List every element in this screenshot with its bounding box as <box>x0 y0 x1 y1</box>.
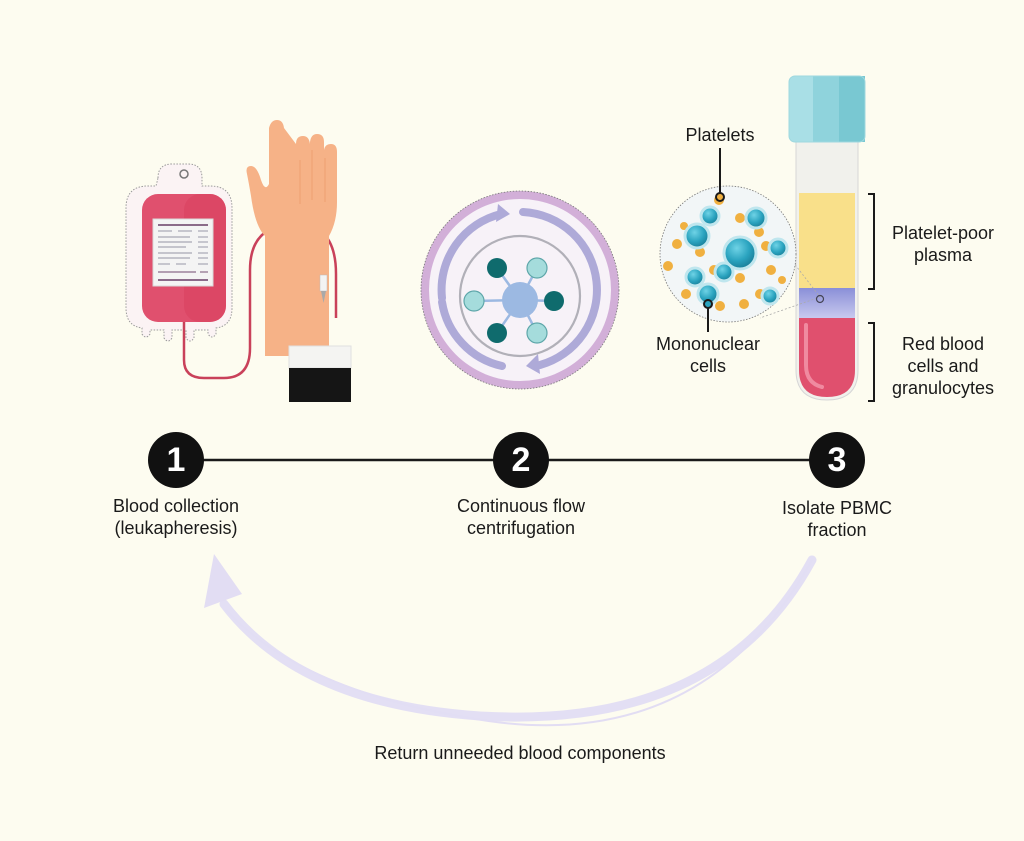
step-2-badge: 2 <box>493 432 549 488</box>
return-arrow <box>204 554 817 727</box>
centrifuge-icon <box>420 190 620 390</box>
mononuclear-label: Mononuclear cells <box>655 334 761 376</box>
platelets-pointer <box>715 148 725 202</box>
rbc-label: Red blood cells and granulocytes <box>891 334 995 398</box>
rbc-bracket <box>868 322 875 402</box>
plasma-bracket <box>868 193 875 290</box>
step-1-badge: 1 <box>148 432 204 488</box>
return-label: Return unneeded blood components <box>374 743 666 763</box>
step-2-label: Continuous flow centrifugation <box>456 496 586 538</box>
step-3-label: Isolate PBMC fraction <box>781 498 893 540</box>
step-1-label: Blood collection (leukapheresis) <box>112 496 240 538</box>
magnified-cells-view <box>659 185 821 323</box>
mononuclear-pointer <box>703 299 713 332</box>
buffy-coat-marker <box>815 294 825 304</box>
blood-bag-icon <box>125 163 233 342</box>
test-tube-icon <box>788 75 866 401</box>
step-3-badge: 3 <box>809 432 865 488</box>
plasma-label: Platelet-poor plasma <box>891 223 995 265</box>
platelets-label: Platelets <box>685 125 755 145</box>
arm-icon <box>246 120 352 402</box>
